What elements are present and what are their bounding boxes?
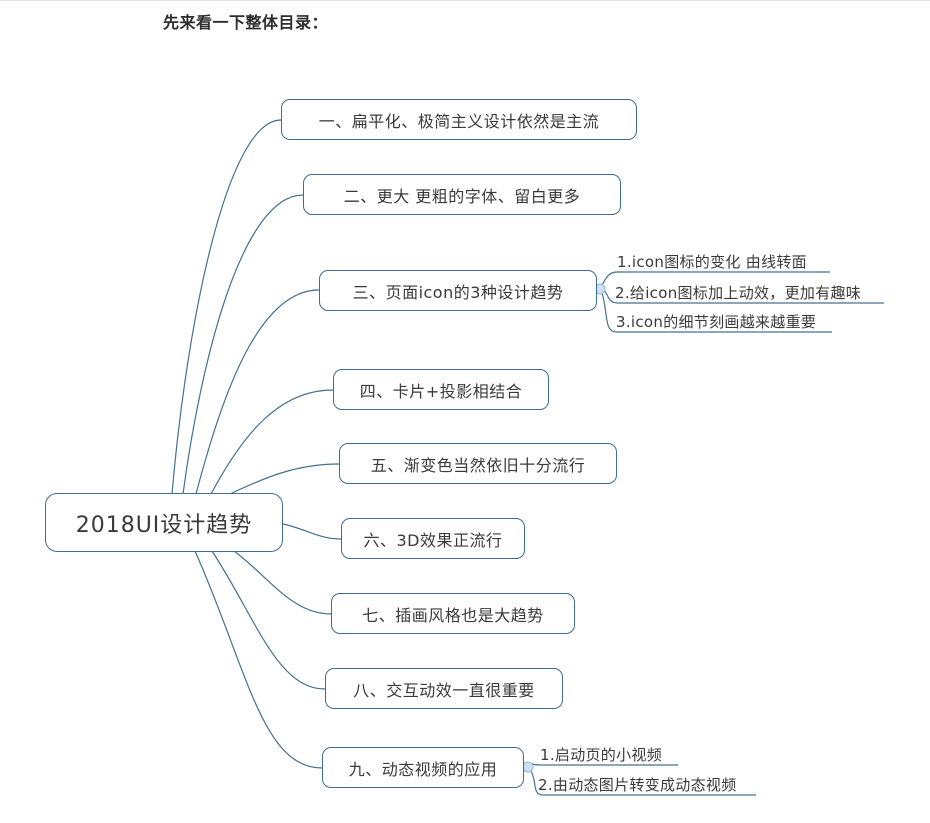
subnode-9-2: 2.由动态图片转变成动态视频: [538, 776, 737, 794]
connector-curve-branch-5: [229, 463, 340, 495]
connector-curve-branch-1: [171, 119, 282, 495]
branch-node-9: 九、动态视频的应用: [322, 747, 524, 788]
root-node: 2018UI设计趋势: [45, 493, 283, 552]
connector-curve-branch-9: [194, 550, 323, 769]
branch-node-6: 六、3D效果正流行: [341, 518, 525, 559]
connector-curve-branch-3: [195, 289, 320, 495]
subnode-3-1: 1.icon图标的变化 由线转面: [617, 253, 807, 271]
section-heading: 先来看一下整体目录：: [163, 13, 329, 32]
subline-branch-3-item-2: [603, 289, 884, 304]
connector-curve-branch-7: [233, 550, 332, 615]
subnode-3-2: 2.给icon图标加上动效，更加有趣味: [615, 284, 862, 302]
connector-curve-branch-6: [282, 523, 342, 540]
connector-curve-branch-4: [210, 389, 334, 495]
subnode-9-1: 1.启动页的小视频: [540, 746, 663, 764]
branch-node-1: 一、扁平化、极简主义设计依然是主流: [281, 99, 637, 140]
branch-node-8: 八、交互动效一直很重要: [325, 668, 563, 709]
connector-curve-branch-8: [211, 550, 326, 690]
branch-9-expander-dot: [522, 761, 534, 773]
subline-branch-3-item-3: [601, 292, 832, 333]
subline-branch-9-item-2: [530, 770, 756, 796]
subline-branch-3-item-1: [601, 271, 830, 286]
branch-node-7: 七、插画风格也是大趋势: [331, 593, 575, 634]
branch-node-5: 五、渐变色当然依旧十分流行: [339, 443, 617, 484]
subline-branch-9-item-1: [531, 763, 678, 766]
branch-node-4: 四、卡片+投影相结合: [333, 369, 549, 410]
subnode-3-3: 3.icon的细节刻画越来越重要: [616, 313, 817, 331]
branch-node-2: 二、更大 更粗的字体、留白更多: [303, 174, 621, 215]
connector-curve-branch-2: [182, 194, 304, 495]
top-divider: [0, 0, 930, 1]
branch-node-3: 三、页面icon的3种设计趋势: [319, 270, 597, 311]
